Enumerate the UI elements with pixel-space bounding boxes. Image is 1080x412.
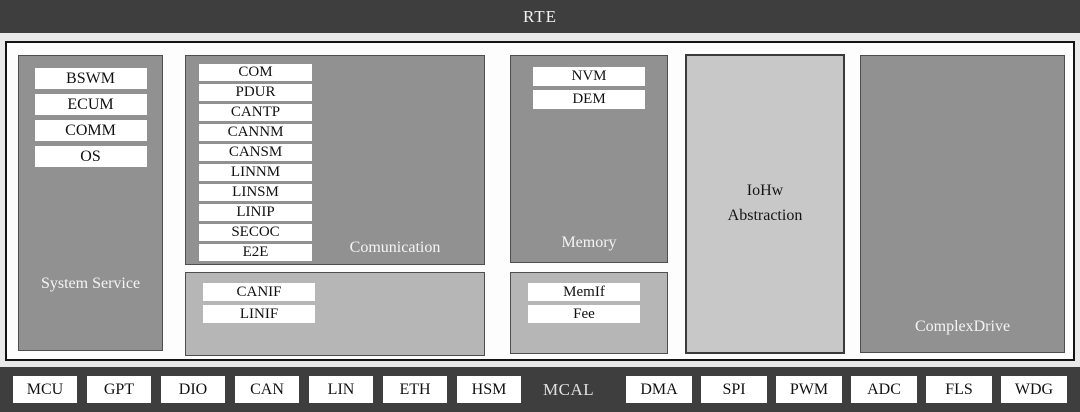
communication-interface-box: CANIF LINIF (185, 272, 485, 356)
module-chip: PDUR (199, 84, 312, 101)
memory-label: Memory (561, 234, 617, 251)
module-chip: DIO (161, 376, 225, 403)
communication-interfaces: CANIF LINIF (186, 273, 484, 323)
module-chip: E2E (199, 244, 312, 261)
module-chip: WDG (1001, 376, 1067, 403)
module-chip: LINNM (199, 164, 312, 181)
system-service-label: System Service (40, 275, 141, 292)
module-chip: DMA (626, 376, 692, 403)
memory-layer: NVM DEM Memory (510, 55, 668, 263)
module-chip: FLS (926, 376, 992, 403)
system-service-layer: BSWM ECUM COMM OS System Service (18, 55, 163, 351)
rte-layer-bar: RTE (0, 0, 1080, 33)
iohw-abstraction-layer: IoHw Abstraction (685, 54, 845, 354)
mcal-right-modules: DMA SPI PWM ADC FLS WDG (626, 376, 1067, 403)
system-service-modules: BSWM ECUM COMM OS (19, 56, 162, 167)
memory-modules: NVM DEM (511, 56, 667, 109)
module-chip: ADC (851, 376, 917, 403)
communication-label: Comunication (349, 239, 441, 256)
mcal-left-modules: MCU GPT DIO CAN LIN ETH HSM (13, 376, 521, 403)
module-chip: SECOC (199, 224, 312, 241)
module-chip: HSM (457, 376, 521, 403)
module-chip: CANTP (199, 104, 312, 121)
module-chip: ECUM (34, 94, 147, 115)
communication-modules: COM PDUR CANTP CANNM CANSM LINNM LINSM LINIP SEC… (186, 56, 484, 261)
module-chip: COM (199, 64, 312, 81)
module-chip: LIN (309, 376, 373, 403)
module-chip: NVM (533, 67, 645, 86)
module-chip: CAN (235, 376, 299, 403)
module-chip: PWM (776, 376, 842, 403)
bsw-container: BSWM ECUM COMM OS System Service COM PDUR CAN… (5, 41, 1075, 361)
module-chip: OS (34, 146, 147, 167)
module-chip: LINIF (203, 305, 315, 323)
module-chip: LINIP (199, 204, 312, 221)
mcal-layer-bar: MCU GPT DIO CAN LIN ETH HSM MCAL DMA SPI PWM ADC F… (0, 367, 1080, 412)
module-chip: BSWM (34, 68, 147, 89)
module-chip: CANIF (203, 283, 315, 301)
mcal-label: MCAL (543, 379, 595, 399)
module-chip: LINSM (199, 184, 312, 201)
module-chip: DEM (533, 90, 645, 109)
complex-drive-label: ComplexDrive (914, 318, 1011, 335)
complex-drive-layer: ComplexDrive (860, 55, 1065, 353)
communication-layer: COM PDUR CANTP CANNM CANSM LINNM LINSM LINIP SEC… (185, 55, 485, 265)
module-chip: CANNM (199, 124, 312, 141)
module-chip: SPI (701, 376, 767, 403)
module-chip: Fee (528, 305, 640, 323)
iohw-abstraction-label: IoHw Abstraction (727, 182, 803, 224)
module-chip: CANSM (199, 144, 312, 161)
module-chip: ETH (383, 376, 447, 403)
module-chip: COMM (34, 120, 147, 141)
module-chip: GPT (87, 376, 151, 403)
rte-label: RTE (522, 6, 558, 26)
module-chip: MemIf (528, 283, 640, 301)
module-chip: MCU (13, 376, 77, 403)
